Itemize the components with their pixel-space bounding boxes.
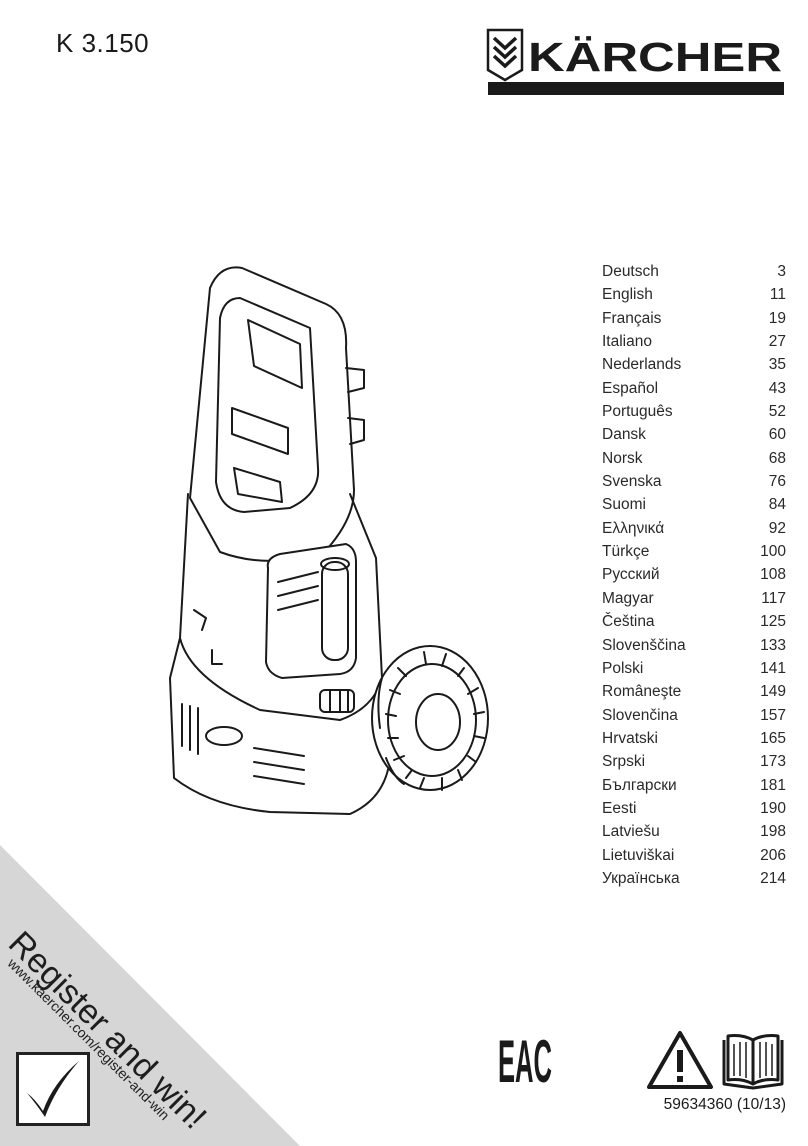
language-page: 108 — [760, 566, 786, 584]
language-name: Srpski — [602, 753, 646, 771]
language-name: Norsk — [602, 449, 643, 467]
checkbox-box — [16, 1052, 90, 1126]
language-page: 181 — [760, 776, 786, 794]
language-entry: Dansk 60 — [602, 423, 786, 446]
language-entry: Türkçe 100 — [602, 540, 786, 563]
language-entry: Deutsch 3 — [602, 260, 786, 283]
eac-certification-icon: EAC — [498, 1028, 552, 1095]
pressure-washer-illustration — [150, 258, 490, 818]
logo-wordmark: KÄRCHER — [528, 34, 782, 80]
language-name: Italiano — [602, 333, 652, 351]
language-name: Eesti — [602, 799, 637, 817]
language-page: 173 — [760, 753, 786, 771]
language-page: 198 — [760, 823, 786, 841]
language-entry: Ελληνικά 92 — [602, 517, 786, 540]
language-page: 206 — [760, 846, 786, 864]
language-page: 117 — [761, 589, 786, 607]
eac-mark: EAC — [498, 1026, 552, 1095]
language-page: 19 — [768, 309, 786, 327]
language-name: Türkçe — [602, 543, 650, 561]
language-name: Português — [602, 403, 673, 421]
language-page: 165 — [760, 729, 786, 747]
language-name: Русский — [602, 566, 660, 584]
language-entry: Norsk 68 — [602, 447, 786, 470]
language-name: Español — [602, 379, 659, 397]
language-page: 43 — [768, 379, 786, 397]
language-entry: English 11 — [602, 283, 786, 306]
language-page: 76 — [768, 473, 786, 491]
language-page: 60 — [768, 426, 786, 444]
karcher-logo: KÄRCHER — [486, 26, 786, 98]
language-page: 35 — [768, 356, 786, 374]
language-entry: Українська 214 — [602, 867, 786, 890]
language-entry: Latviešu 198 — [602, 820, 786, 843]
language-entry: Български 181 — [602, 774, 786, 797]
language-entry: Français 19 — [602, 307, 786, 330]
language-page: 100 — [760, 543, 786, 561]
language-name: Slovenčina — [602, 706, 678, 724]
language-entry: Lietuviškai 206 — [602, 844, 786, 867]
language-page: 27 — [768, 333, 786, 351]
language-name: Svenska — [602, 473, 662, 491]
language-page: 141 — [760, 659, 786, 677]
language-name: Ελληνικά — [602, 519, 665, 537]
language-entry: Eesti 190 — [602, 797, 786, 820]
language-name: Українська — [602, 869, 680, 887]
language-entry: Español 43 — [602, 377, 786, 400]
language-entry: Italiano 27 — [602, 330, 786, 353]
language-entry: Svenska 76 — [602, 470, 786, 493]
logo-emblem-icon — [486, 28, 524, 82]
language-name: Hrvatski — [602, 729, 658, 747]
language-name: Български — [602, 776, 677, 794]
language-name: English — [602, 286, 653, 304]
language-entry: Русский 108 — [602, 563, 786, 586]
language-name: Français — [602, 309, 662, 327]
language-page: 3 — [777, 263, 786, 280]
language-name: Čeština — [602, 613, 655, 631]
language-page: 133 — [760, 636, 786, 654]
language-page: 92 — [768, 519, 786, 537]
language-entry: Nederlands 35 — [602, 353, 786, 376]
language-name: Lietuviškai — [602, 846, 675, 864]
language-name: Româneşte — [602, 683, 682, 701]
language-name: Suomi — [602, 496, 646, 514]
svg-text:EAC: EAC — [498, 1028, 552, 1088]
warning-triangle-icon — [646, 1030, 714, 1090]
language-page: 68 — [768, 449, 786, 467]
language-entry: Suomi 84 — [602, 493, 786, 516]
language-page: 149 — [760, 683, 786, 701]
open-book-icon — [720, 1030, 786, 1090]
language-name: Dansk — [602, 426, 646, 444]
language-entry: Româneşte 149 — [602, 680, 786, 703]
part-number: 59634360 (10/13) — [663, 1096, 786, 1113]
language-entry: Hrvatski 165 — [602, 727, 786, 750]
language-name: Nederlands — [602, 356, 682, 374]
language-entry: Slovenščina 133 — [602, 634, 786, 657]
language-page: 11 — [769, 286, 786, 304]
language-name: Latviešu — [602, 823, 660, 841]
language-page: 84 — [768, 496, 786, 514]
language-entry: Magyar 117 — [602, 587, 786, 610]
checkmark-icon — [27, 1061, 79, 1117]
language-name: Slovenščina — [602, 636, 686, 654]
language-page: 190 — [760, 799, 786, 817]
language-page: 157 — [760, 706, 786, 724]
language-entry: Português 52 — [602, 400, 786, 423]
language-page: 125 — [760, 613, 786, 631]
language-page: 52 — [768, 403, 786, 421]
language-name: Magyar — [602, 589, 654, 607]
language-entry: Srpski 173 — [602, 750, 786, 773]
language-name: Deutsch — [602, 263, 659, 280]
language-entry: Slovenčina 157 — [602, 704, 786, 727]
model-number: K 3.150 — [56, 28, 150, 58]
language-page: 214 — [760, 869, 786, 887]
language-entry: Polski 141 — [602, 657, 786, 680]
language-name: Polski — [602, 659, 644, 677]
language-entry: Čeština 125 — [602, 610, 786, 633]
logo-bar — [488, 82, 784, 95]
